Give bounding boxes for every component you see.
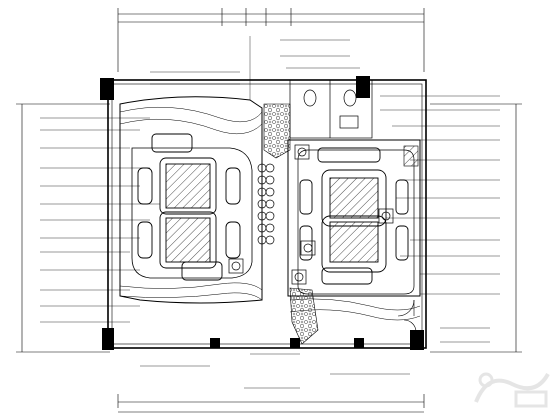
bottom-dimension-chain bbox=[117, 394, 425, 413]
restroom-block bbox=[289, 79, 373, 139]
watermark-logo bbox=[474, 372, 550, 408]
pebble-path-bottom bbox=[289, 287, 319, 345]
structural-columns bbox=[100, 76, 424, 350]
right-leader-lines bbox=[380, 95, 500, 295]
left-inner-carpet bbox=[131, 147, 253, 279]
right-sideboard bbox=[403, 145, 419, 167]
right-dimension bbox=[430, 103, 522, 353]
right-inner-carpet bbox=[297, 149, 415, 295]
left-dimension bbox=[16, 103, 110, 353]
right-table-group bbox=[299, 147, 409, 285]
stool-column bbox=[257, 163, 275, 245]
left-leader-lines bbox=[40, 117, 160, 323]
top-leader-lines bbox=[150, 36, 360, 100]
left-table-group bbox=[137, 133, 241, 281]
pebble-path-top bbox=[263, 103, 291, 159]
bottom-leader-lines bbox=[140, 327, 490, 389]
top-dimension-chain bbox=[117, 8, 425, 72]
outer-walls bbox=[107, 79, 427, 349]
door-swings bbox=[397, 299, 417, 333]
square-fixtures bbox=[228, 144, 394, 285]
decorative-curves bbox=[119, 106, 421, 321]
